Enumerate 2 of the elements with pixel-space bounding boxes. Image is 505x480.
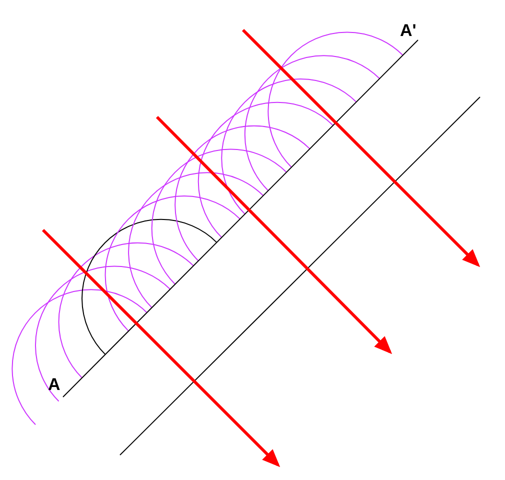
point-label: A' <box>400 22 416 39</box>
point-label: A <box>48 376 60 393</box>
